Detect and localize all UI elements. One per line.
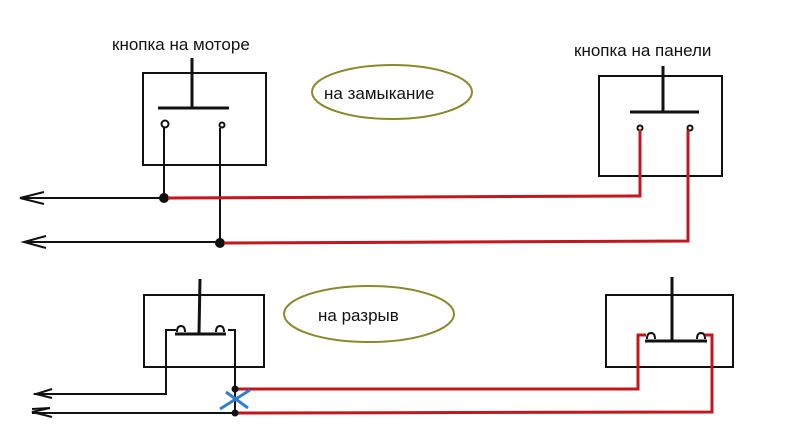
arrow-left-icon: [32, 388, 53, 399]
motor-button-no: [142, 58, 267, 242]
label-motor-button: кнопка на моторе: [112, 35, 250, 54]
terminal-icon: [215, 324, 225, 333]
label-panel-button: кнопка на панели: [574, 41, 711, 60]
wire-red: [223, 130, 690, 245]
terminal-icon: [696, 331, 706, 340]
terminal-icon: [636, 124, 644, 132]
wire-output: [34, 329, 176, 395]
terminal-icon: [160, 119, 170, 129]
terminal-icon: [646, 331, 656, 340]
terminal-icon: [686, 124, 694, 132]
terminal-icon: [218, 121, 226, 129]
oval-outline: [311, 64, 473, 120]
terminal-icon: [176, 324, 186, 333]
oval-outline: [283, 285, 455, 343]
wire-red: [236, 333, 714, 415]
wire-red: [237, 333, 646, 391]
wire-red: [167, 130, 642, 200]
panel-button-nc: [605, 277, 734, 368]
button-housing: [598, 75, 723, 177]
mode-oval-breaking: на разрыв: [283, 285, 455, 343]
mode-label-breaking: на разрыв: [318, 306, 399, 325]
button-housing: [142, 72, 267, 166]
arrow-left-icon: [20, 235, 47, 249]
button-housing: [143, 294, 265, 368]
cross-mark-icon: [219, 388, 251, 411]
panel-button-no: [598, 66, 723, 177]
junction-dot-icon: [215, 238, 225, 248]
junction-dot-icon: [231, 409, 239, 417]
arrow-left-icon: [19, 191, 45, 205]
button-housing: [605, 294, 734, 368]
junction-dot-icon: [231, 385, 239, 393]
arrow-left-icon: [31, 407, 51, 410]
mode-label-closing: на замыкание: [324, 84, 434, 103]
junction-dot-icon: [159, 193, 169, 203]
button-plunger: [197, 278, 202, 334]
mode-oval-closing: на замыкание: [311, 64, 473, 120]
